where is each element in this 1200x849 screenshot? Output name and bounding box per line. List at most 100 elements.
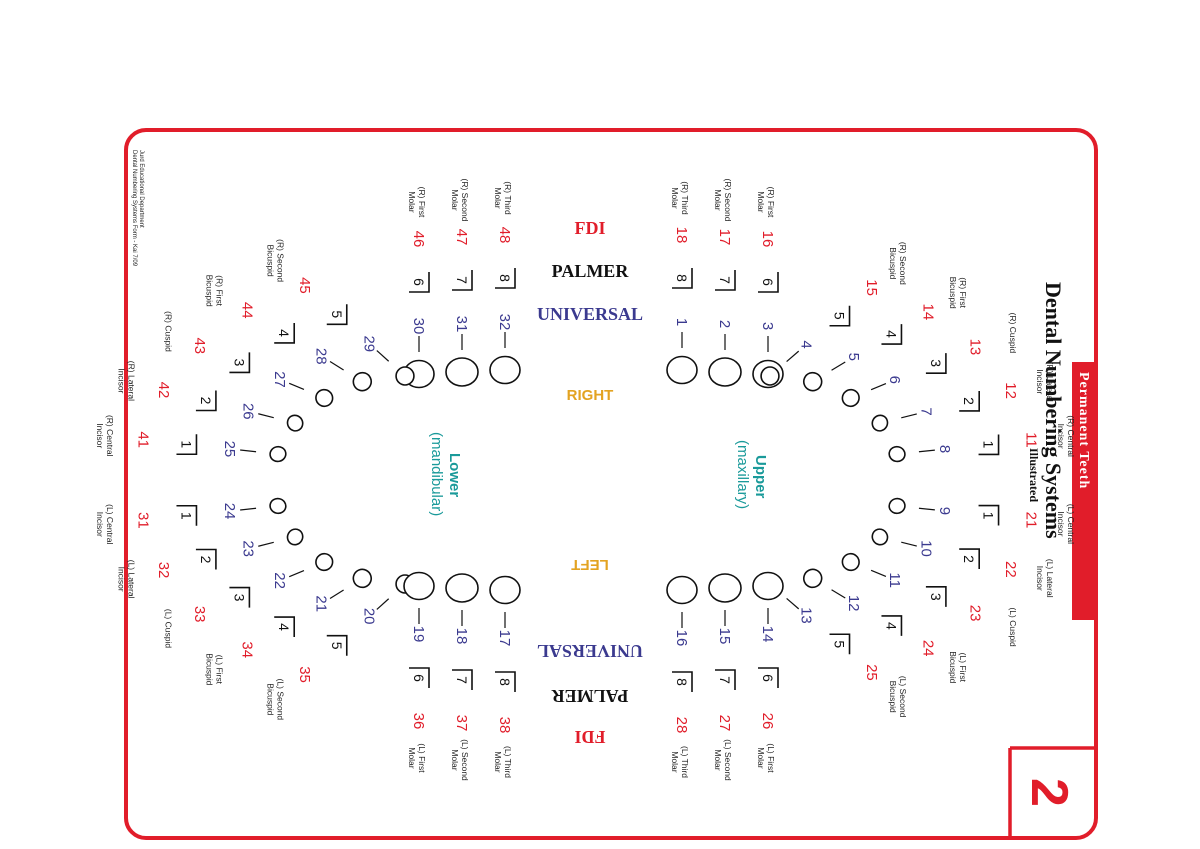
- palmer-bracket: [978, 504, 1000, 526]
- pointer-arrow: [288, 569, 305, 578]
- tooth-shape: [708, 573, 742, 603]
- tooth-name: (R) Third: [503, 181, 513, 215]
- palmer-number: 6: [760, 674, 776, 682]
- universal-number: 19: [410, 626, 427, 643]
- pointer-arrow: [901, 413, 917, 419]
- palmer-number: 7: [717, 276, 733, 284]
- universal-number: 9: [936, 507, 953, 515]
- palmer-bracket: [495, 671, 516, 692]
- tooth-name: (R) Second: [723, 179, 733, 222]
- tooth-shape: [888, 497, 906, 515]
- tooth-name: (L) Cuspid: [1008, 607, 1018, 646]
- palmer-number: 3: [928, 593, 944, 601]
- universal-number: 13: [797, 607, 814, 624]
- palmer-number: 4: [883, 622, 899, 630]
- pointer-arrow: [240, 507, 257, 511]
- tooth-shape: [286, 414, 304, 432]
- palmer-bracket: [959, 390, 981, 412]
- fdi-number: 26: [759, 713, 776, 730]
- subtitle: Illustrated: [1027, 448, 1041, 502]
- pointer-arrow: [329, 589, 344, 599]
- tooth-shape: [395, 366, 415, 386]
- palmer-number: 7: [454, 676, 470, 684]
- palmer-bracket: [881, 324, 903, 345]
- header-universal-bottom: UNIVERSAL: [537, 641, 643, 661]
- palmer-number: 8: [674, 274, 690, 282]
- palmer-bracket: [195, 548, 217, 570]
- palmer-number: 5: [832, 312, 848, 320]
- tooth-shape: [841, 388, 860, 408]
- tooth-name: (L) Second: [898, 676, 908, 718]
- pointer-arrow: [831, 361, 846, 371]
- tooth-shape: [871, 528, 889, 546]
- tooth-name: (L) Third: [680, 746, 690, 778]
- universal-number: 29: [360, 335, 377, 352]
- universal-number: 6: [886, 376, 903, 384]
- header-universal-top: UNIVERSAL: [537, 304, 643, 324]
- universal-number: 4: [797, 340, 814, 348]
- tooth-name-line-2: Incisor: [95, 512, 105, 537]
- palmer-number: 4: [883, 330, 899, 338]
- fdi-number: 18: [673, 227, 690, 244]
- fdi-number: 11: [1022, 432, 1039, 448]
- tooth-shape: [841, 552, 860, 572]
- tooth-name: (L) First: [958, 653, 968, 683]
- universal-number: 26: [240, 403, 257, 420]
- tooth-shape: [269, 445, 287, 463]
- palmer-bracket: [326, 634, 348, 656]
- universal-number: 18: [453, 628, 470, 645]
- tooth-shape: [708, 357, 742, 387]
- universal-number: 1: [673, 318, 690, 326]
- tooth-shape: [752, 571, 784, 601]
- fdi-number: 16: [759, 231, 776, 248]
- tooth-name-line-2: Molar: [756, 191, 766, 212]
- palmer-number: 6: [411, 278, 427, 286]
- pointer-arrow: [870, 569, 887, 577]
- tooth-name: (R) First: [766, 187, 776, 218]
- palmer-bracket: [229, 352, 251, 374]
- palmer-number: 1: [178, 512, 194, 520]
- tooth-name-line-2: Incisor: [1056, 511, 1066, 536]
- tooth-name: (R) Second: [275, 239, 285, 282]
- fdi-number: 47: [453, 229, 470, 246]
- label-left: LEFT: [571, 556, 609, 573]
- universal-number: 32: [496, 314, 513, 331]
- tooth-name-line-2: Molar: [756, 747, 766, 768]
- tooth-shape: [286, 528, 304, 546]
- palmer-bracket: [881, 615, 903, 636]
- tooth-shape: [269, 497, 287, 515]
- universal-number: 27: [271, 371, 288, 388]
- palmer-bracket: [672, 671, 693, 692]
- pointer-arrow: [258, 413, 274, 419]
- tooth-name-line-2: Molar: [670, 187, 680, 208]
- palmer-bracket: [758, 272, 779, 293]
- palmer-number: 4: [276, 623, 292, 631]
- tooth-name: (R) First: [417, 187, 427, 218]
- palmer-bracket: [274, 322, 296, 344]
- fdi-number: 35: [296, 666, 313, 683]
- fdi-number: 32: [155, 562, 172, 579]
- header-palmer-bottom: PALMER: [551, 686, 629, 706]
- palmer-number: 4: [276, 329, 292, 337]
- universal-number: 5: [845, 353, 862, 361]
- tooth-shape: [352, 371, 373, 392]
- tooth-name-line-2: Bicuspid: [948, 651, 958, 683]
- tooth-name: (L) Lateral: [126, 560, 136, 599]
- tooth-name-line-2: Incisor: [1035, 566, 1045, 591]
- universal-number: 15: [716, 628, 733, 645]
- label-lower-sub: (mandibular): [428, 432, 445, 516]
- tooth-name: (L) Cuspid: [164, 609, 174, 648]
- fdi-number: 31: [135, 512, 152, 529]
- pointer-arrow: [786, 350, 800, 363]
- tooth-shape: [445, 357, 479, 387]
- tooth-shape: [315, 388, 334, 408]
- palmer-number: 8: [497, 274, 513, 282]
- header-palmer-top: PALMER: [552, 261, 630, 281]
- tooth-name-line-2: Molar: [407, 191, 417, 212]
- fdi-number: 27: [716, 715, 733, 732]
- palmer-bracket: [715, 669, 736, 690]
- tooth-shape: [489, 575, 521, 605]
- tooth-name: (L) Second: [275, 679, 285, 721]
- fdi-number: 21: [1022, 512, 1039, 529]
